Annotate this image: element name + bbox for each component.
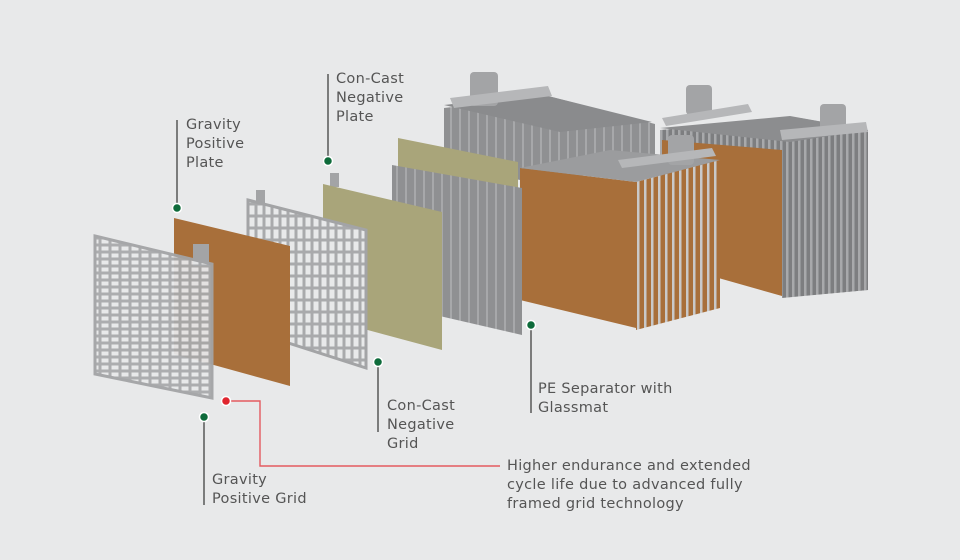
label-pe-separator: PE Separator with Glassmat bbox=[538, 381, 673, 416]
marker-gravity-positive-plate bbox=[171, 202, 183, 214]
marker-con-cast-negative-plate bbox=[322, 155, 334, 167]
marker-con-cast-negative-grid bbox=[372, 356, 384, 368]
marker-gravity-positive-grid bbox=[198, 411, 210, 423]
label-gravity-positive-grid: Gravity Positive Grid bbox=[212, 472, 307, 507]
label-con-cast-negative-grid: Con-Cast Negative Grid bbox=[387, 398, 456, 452]
gravity-positive-grid bbox=[93, 234, 214, 400]
marker-highlight bbox=[220, 395, 232, 407]
label-gravity-positive-plate: Gravity Positive Plate bbox=[186, 117, 245, 171]
label-highlight-note: Higher endurance and extended cycle life… bbox=[507, 458, 751, 512]
label-con-cast-negative-plate: Con-Cast Negative Plate bbox=[336, 71, 405, 125]
highlight-leader bbox=[226, 400, 500, 467]
marker-pe-separator bbox=[525, 319, 537, 331]
